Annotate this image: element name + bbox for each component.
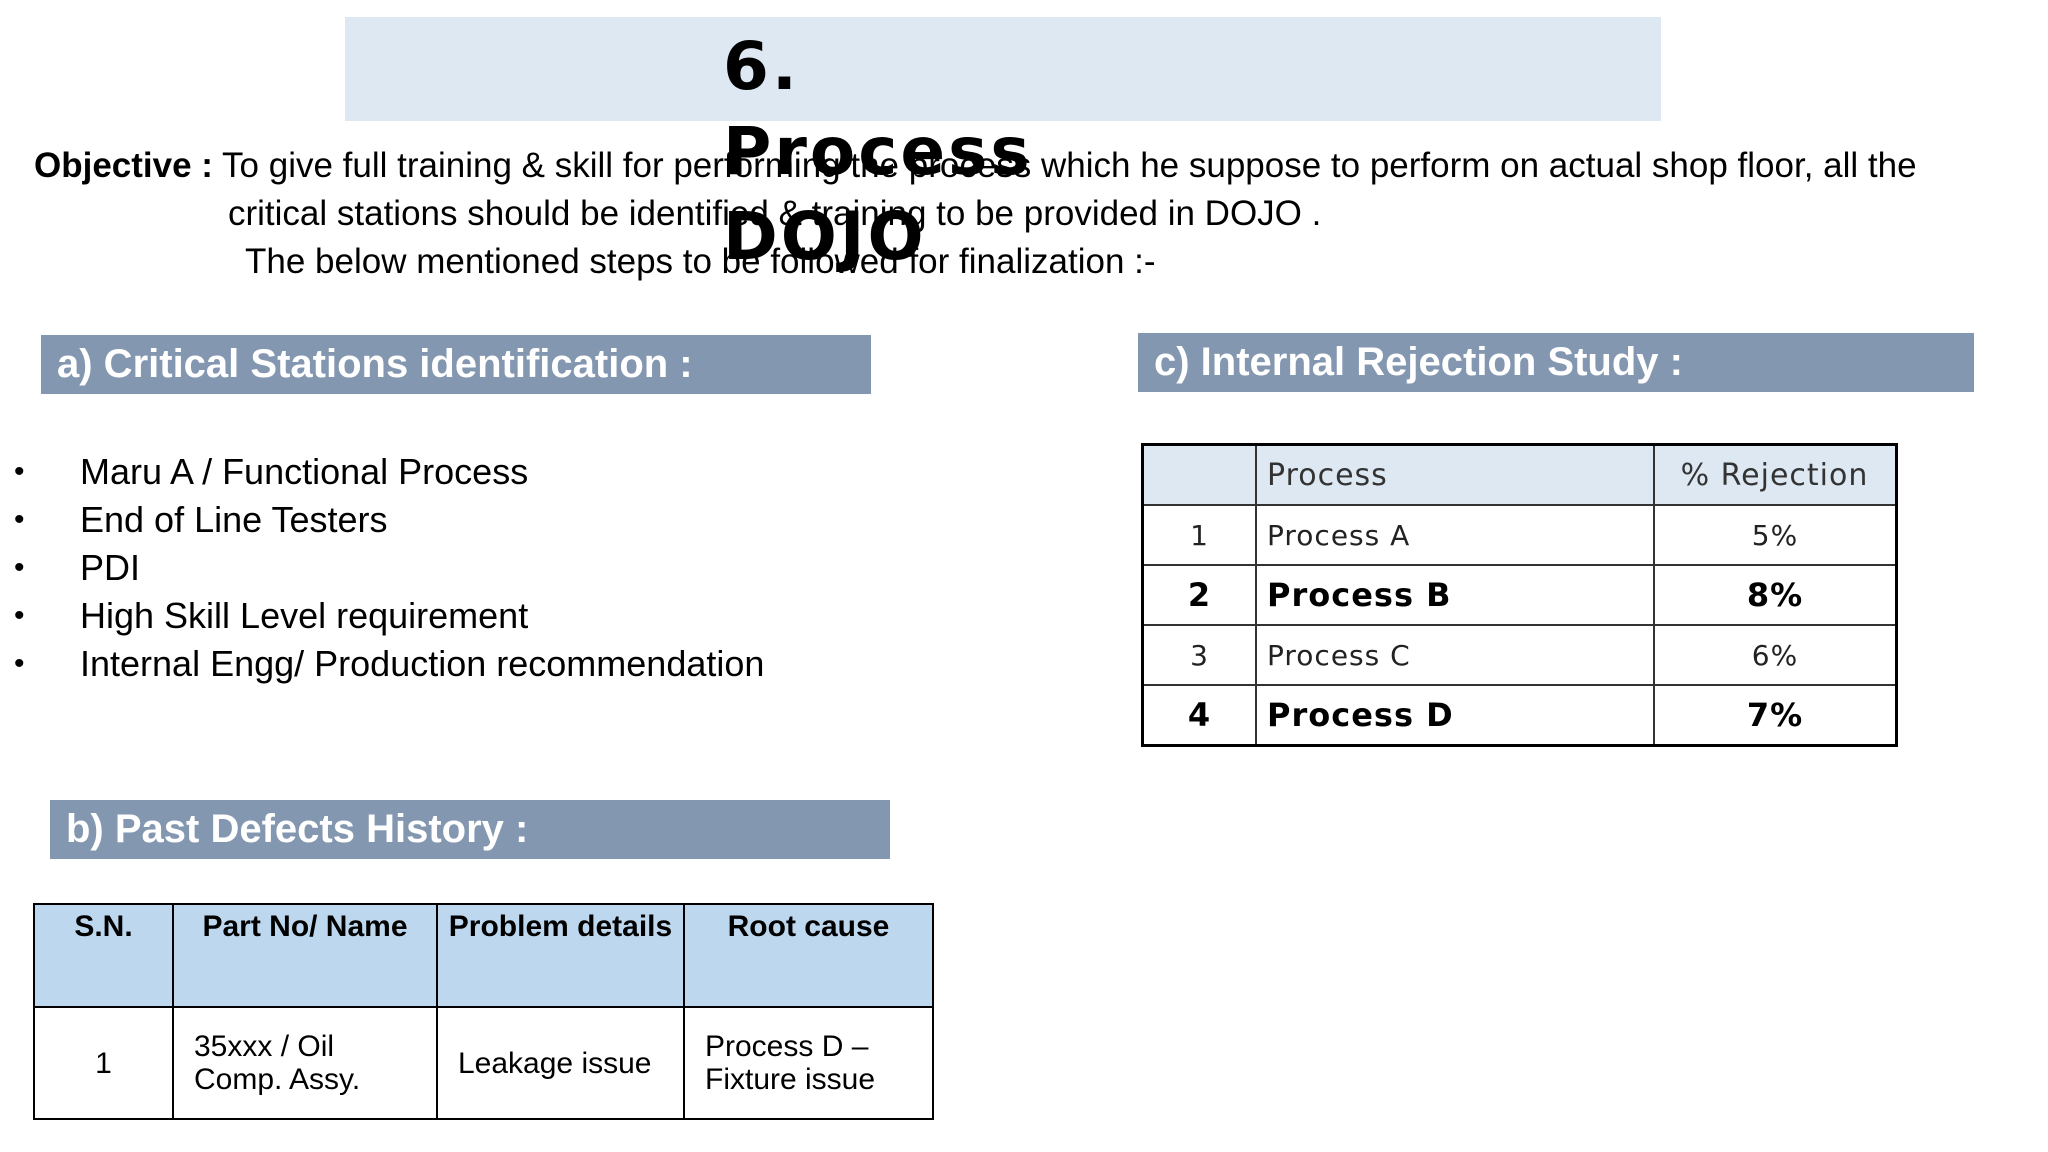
bullet-icon: • [14, 503, 25, 536]
cell-problem: Leakage issue [436, 1006, 685, 1120]
cell-process: Process C [1255, 624, 1655, 686]
cell-root-cause: Process D – Fixture issue [683, 1006, 934, 1120]
list-item: • Maru A / Functional Process [0, 448, 764, 496]
rejection-table: Process % Rejection 1 Process A 5% 2 Pro… [1141, 443, 1898, 747]
cell-rejection: 7% [1653, 684, 1898, 747]
cell-num: 4 [1141, 684, 1257, 747]
table-row: 1 Process A 5% [1141, 504, 1898, 566]
list-item-label: PDI [80, 547, 141, 588]
table-row: 3 Process C 6% [1141, 624, 1898, 686]
table-header-row: Process % Rejection [1141, 443, 1898, 506]
objective-line3: The below mentioned steps to be followed… [245, 242, 1156, 281]
list-item: • Internal Engg/ Production recommendatio… [0, 640, 764, 688]
objective-line1: Objective : To give full training & skil… [34, 142, 2024, 190]
past-defects-header: b) Past Defects History : [50, 800, 890, 859]
bullet-icon: • [14, 455, 25, 488]
list-item: • PDI [0, 544, 764, 592]
col-header-sn: S.N. [33, 903, 174, 1008]
table-row: 1 35xxx / Oil Comp. Assy. Leakage issue … [33, 1006, 934, 1120]
list-item-label: Internal Engg/ Production recommendation [80, 643, 765, 684]
bullet-icon: • [14, 599, 25, 632]
col-header-num [1141, 443, 1257, 506]
cell-num: 3 [1141, 624, 1257, 686]
critical-stations-header: a) Critical Stations identification : [41, 335, 871, 394]
rejection-study-header: c) Internal Rejection Study : [1138, 333, 1974, 392]
cell-num: 2 [1141, 564, 1257, 626]
col-header-problem: Problem details [436, 903, 685, 1008]
table-row: 2 Process B 8% [1141, 564, 1898, 626]
list-item: • High Skill Level requirement [0, 592, 764, 640]
table-header-row: S.N. Part No/ Name Problem details Root … [33, 903, 934, 1008]
page-title: 6. Process DOJO [723, 24, 1123, 279]
list-item: • End of Line Testers [0, 496, 764, 544]
table-row: 4 Process D 7% [1141, 684, 1898, 747]
list-item-label: End of Line Testers [80, 499, 388, 540]
cell-rejection: 8% [1653, 564, 1898, 626]
bullet-icon: • [14, 551, 25, 584]
title-band [345, 17, 1661, 121]
objective-label: Objective : [34, 146, 213, 185]
list-item-label: High Skill Level requirement [80, 595, 529, 636]
cell-process: Process A [1255, 504, 1655, 566]
bullet-icon: • [14, 647, 25, 680]
col-header-process: Process [1255, 443, 1655, 506]
cell-process: Process D [1255, 684, 1655, 747]
list-item-label: Maru A / Functional Process [80, 451, 529, 492]
past-defects-table: S.N. Part No/ Name Problem details Root … [33, 903, 934, 1120]
col-header-root-cause: Root cause [683, 903, 934, 1008]
objective-line2: critical stations should be identified &… [228, 194, 1322, 233]
cell-num: 1 [1141, 504, 1257, 566]
page-title-line2: DOJO [723, 198, 927, 275]
cell-part: 35xxx / Oil Comp. Assy. [172, 1006, 438, 1120]
critical-stations-list: • Maru A / Functional Process • End of Lin… [0, 448, 764, 688]
cell-rejection: 5% [1653, 504, 1898, 566]
cell-sn: 1 [33, 1006, 174, 1120]
objective-text1: To give full training & skill for perfor… [212, 146, 1917, 185]
cell-process: Process B [1255, 564, 1655, 626]
col-header-rejection: % Rejection [1653, 443, 1898, 506]
cell-rejection: 6% [1653, 624, 1898, 686]
col-header-part: Part No/ Name [172, 903, 438, 1008]
page-title-line1: 6. Process [723, 28, 1033, 190]
